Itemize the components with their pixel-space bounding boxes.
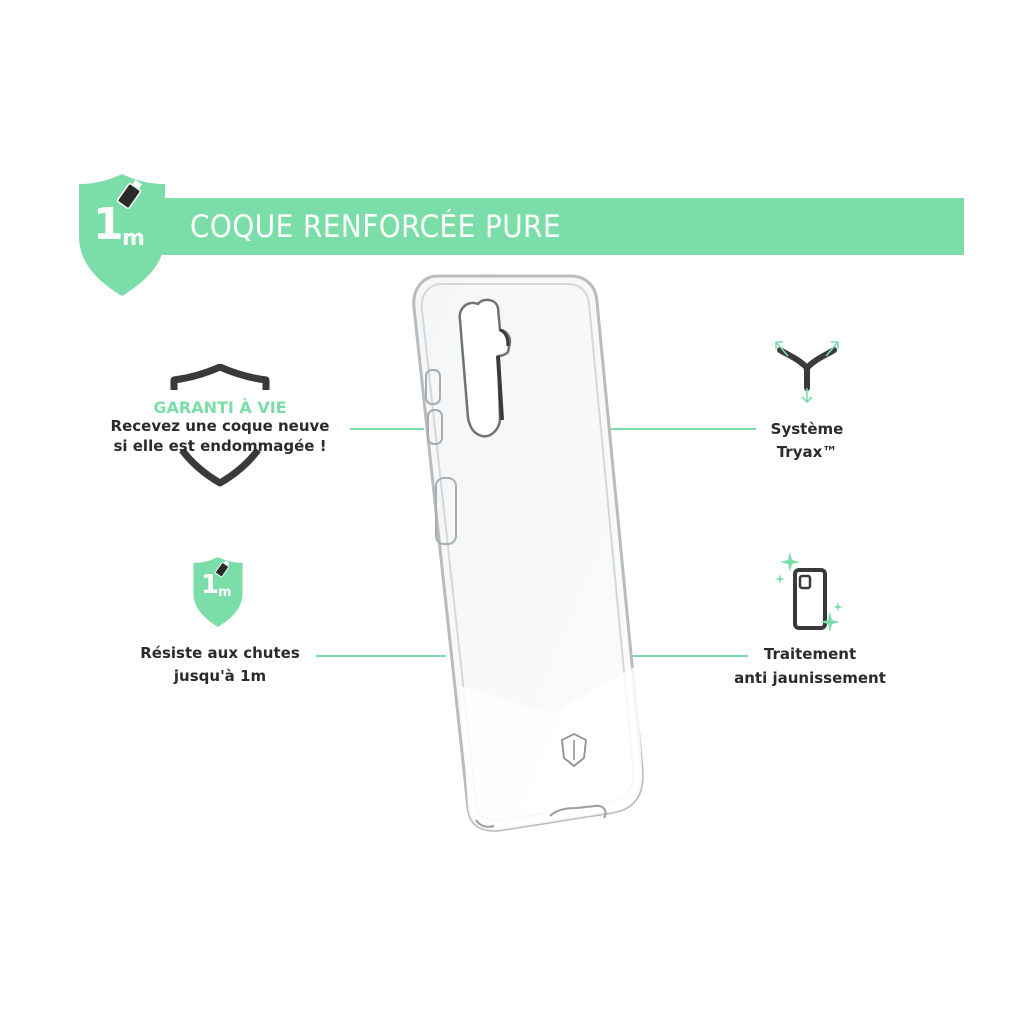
connector-line-guarantee xyxy=(350,428,424,430)
tryax-line-2: Tryax™ xyxy=(776,443,838,461)
drop-line-2: jusqu'à 1m xyxy=(173,667,267,685)
title-banner xyxy=(162,198,964,255)
guarantee-shield xyxy=(168,364,272,488)
shield-icon xyxy=(79,174,165,296)
drop-line-1: Résiste aux chutes xyxy=(140,644,300,662)
drop-badge-number: 1 xyxy=(201,570,220,600)
shield-outline-icon xyxy=(170,364,270,487)
shield-icon xyxy=(193,557,243,627)
small-drop-shield xyxy=(192,556,244,628)
guarantee-line-1: Recevez une coque neuve xyxy=(110,417,330,435)
connector-line-drop xyxy=(316,655,446,657)
banner-title: COQUE RENFORCÉE PURE xyxy=(190,209,562,245)
phone-drop-icon xyxy=(116,179,143,209)
clear-case-image xyxy=(412,274,644,832)
tryax-feature-icon xyxy=(770,338,844,406)
sparkle-icon xyxy=(833,602,843,612)
tryax-icon xyxy=(775,341,839,404)
clear-phone-case xyxy=(400,268,660,848)
anti-yellowing-icon xyxy=(772,550,846,642)
connector-line-tryax xyxy=(608,428,756,430)
yellowing-line-2: anti jaunissement xyxy=(734,669,886,687)
guarantee-line-2: si elle est endommagée ! xyxy=(113,437,327,455)
brand-logo-icon xyxy=(561,732,587,768)
sparkle-icon xyxy=(780,552,800,572)
badge-unit: m xyxy=(122,226,145,251)
guarantee-title: GARANTI À VIE xyxy=(153,398,287,417)
drop-shield-badge xyxy=(77,172,167,298)
tryax-line-1: Système xyxy=(770,420,844,438)
phone-drop-icon xyxy=(215,560,230,578)
badge-number: 1 xyxy=(93,199,124,250)
drop-badge-unit: m xyxy=(218,585,232,600)
sparkle-icon xyxy=(775,574,785,584)
connector-line-yellowing xyxy=(632,655,748,657)
sparkle-icon xyxy=(820,612,840,632)
yellowing-line-1: Traitement xyxy=(763,645,857,663)
sparkling-phone-icon xyxy=(775,552,843,632)
